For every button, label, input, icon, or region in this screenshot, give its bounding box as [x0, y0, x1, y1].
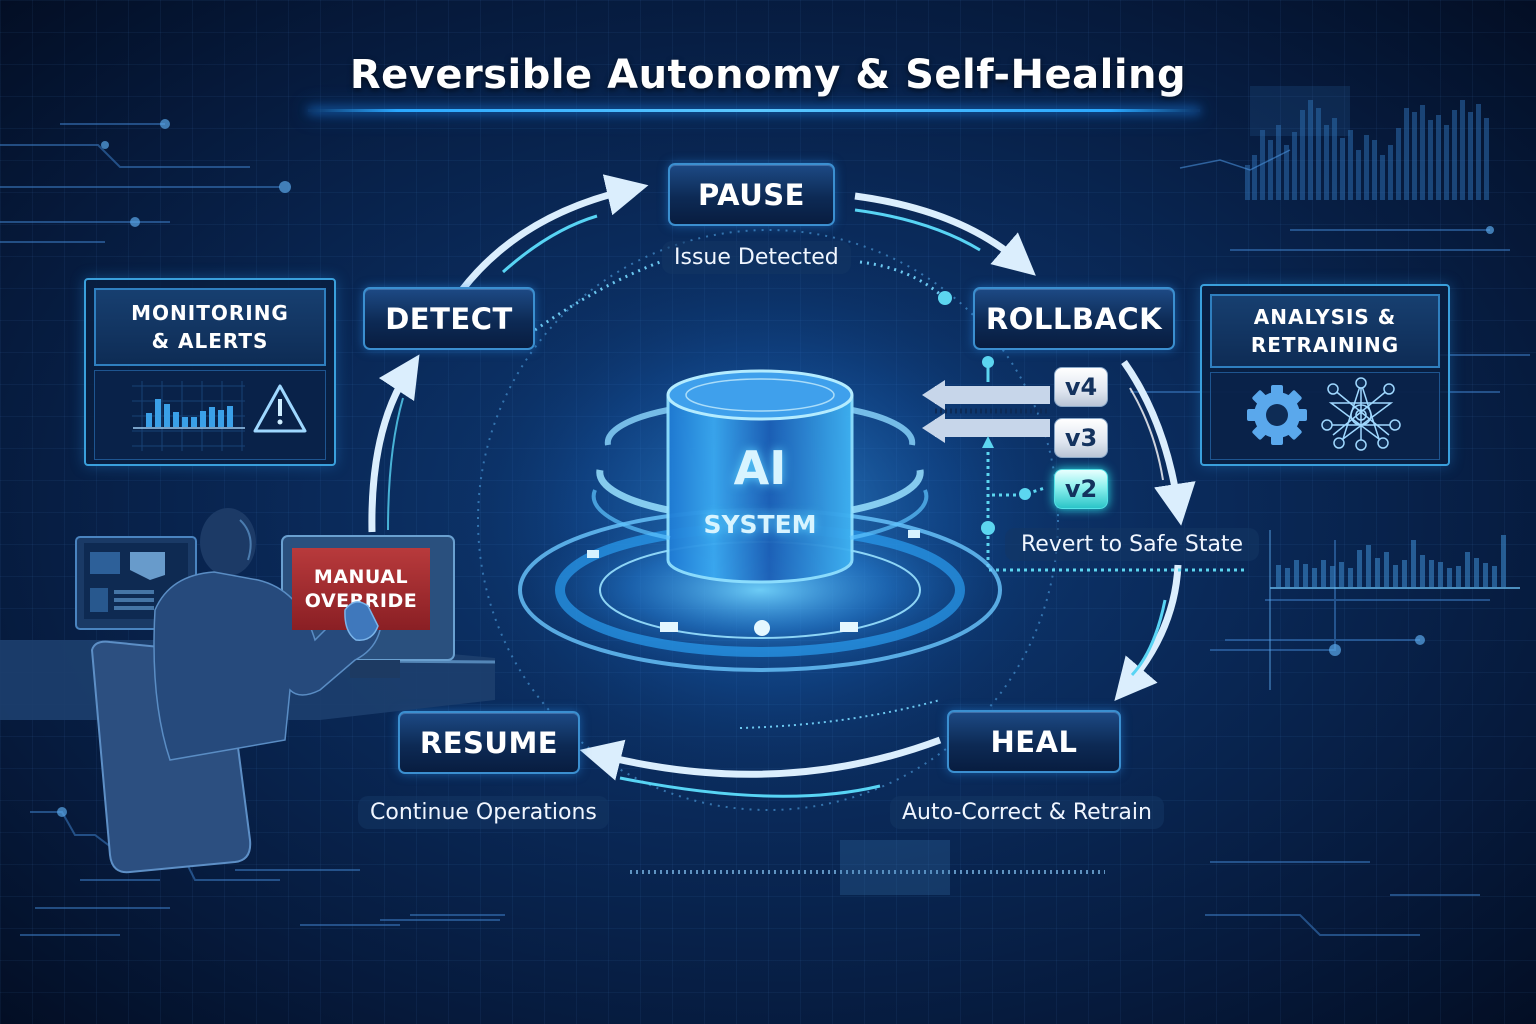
- version-v2-safe[interactable]: v2: [1054, 469, 1108, 509]
- override-line2: OVERRIDE: [304, 590, 418, 612]
- step-rollback[interactable]: ROLLBACK: [973, 287, 1175, 350]
- resume-caption: Continue Operations: [358, 796, 609, 829]
- panel-title-line2: & ALERTS: [151, 329, 269, 353]
- pause-caption: Issue Detected: [662, 241, 851, 274]
- version-v4[interactable]: v4: [1054, 367, 1108, 407]
- page-title: Reversible Autonomy & Self-Healing: [349, 52, 1187, 98]
- step-detect[interactable]: DETECT: [363, 287, 535, 350]
- panel-title-line1: MONITORING: [131, 301, 289, 325]
- override-line1: MANUAL: [313, 566, 409, 588]
- rollback-caption: Revert to Safe State: [1005, 528, 1260, 561]
- step-pause[interactable]: PAUSE: [668, 163, 835, 226]
- analysis-retraining-panel: ANALYSIS & RETRAINING: [1200, 284, 1450, 466]
- monitoring-alerts-panel: MONITORING & ALERTS: [84, 278, 336, 466]
- heal-caption: Auto-Correct & Retrain: [890, 796, 1164, 829]
- warning-icon: [253, 384, 307, 433]
- ai-system-sublabel: SYSTEM: [703, 510, 817, 539]
- secondary-monitor: [75, 536, 197, 630]
- ai-system-label: AI: [733, 441, 787, 495]
- step-resume[interactable]: RESUME: [398, 711, 580, 774]
- neural-network-icon: [1321, 377, 1401, 451]
- bar-chart-icon: [132, 381, 245, 451]
- panel-title-line1: ANALYSIS &: [1253, 305, 1397, 329]
- step-heal[interactable]: HEAL: [947, 710, 1121, 773]
- panel-title-line2: RETRAINING: [1250, 333, 1400, 357]
- gear-icon: [1247, 385, 1307, 445]
- title-underline: [308, 109, 1200, 112]
- version-v3[interactable]: v3: [1054, 418, 1108, 458]
- manual-override-screen[interactable]: MANUAL OVERRIDE: [292, 548, 430, 630]
